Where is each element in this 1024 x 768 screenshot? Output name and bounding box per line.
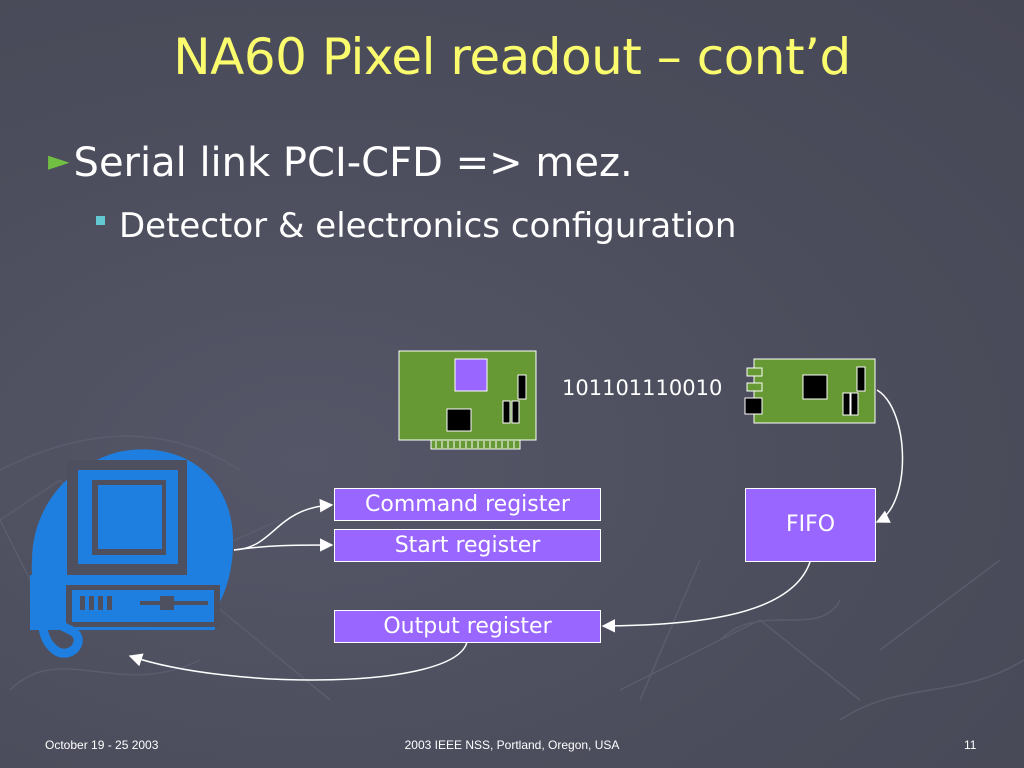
- output-register-box: Output register: [334, 610, 601, 643]
- command-register-box: Command register: [334, 488, 601, 521]
- footer-conference: 2003 IEEE NSS, Portland, Oregon, USA: [404, 738, 620, 752]
- start-register-box: Start register: [334, 529, 601, 562]
- computer-icon: [30, 449, 234, 658]
- square-bullet-icon: [96, 216, 105, 225]
- arrow-to-output: [601, 561, 811, 633]
- bullet-level1-text: Serial link PCI-CFD => mez.: [73, 140, 633, 186]
- footer-date: October 19 - 25 2003: [45, 738, 159, 752]
- arrow-to-command: [233, 498, 334, 551]
- bullet-level1: ►Serial link PCI-CFD => mez.: [48, 140, 633, 186]
- mezzanine-card-icon: [744, 358, 876, 424]
- fifo-box: FIFO: [745, 488, 876, 562]
- arrow-to-computer: [128, 641, 468, 681]
- pci-card-icon: [398, 350, 537, 450]
- slide-title: NA60 Pixel readout – cont’d: [173, 28, 851, 86]
- arrow-to-fifo: [875, 389, 904, 523]
- bit-stream-label: 101101110010: [562, 376, 723, 400]
- bullet-level2-text: Detector & electronics configuration: [119, 206, 737, 246]
- bullet-level2: Detector & electronics configuration: [96, 206, 736, 246]
- footer-page-number: 11: [964, 738, 977, 752]
- arrow-bullet-icon: ►: [48, 144, 70, 177]
- arrow-to-start: [233, 538, 334, 552]
